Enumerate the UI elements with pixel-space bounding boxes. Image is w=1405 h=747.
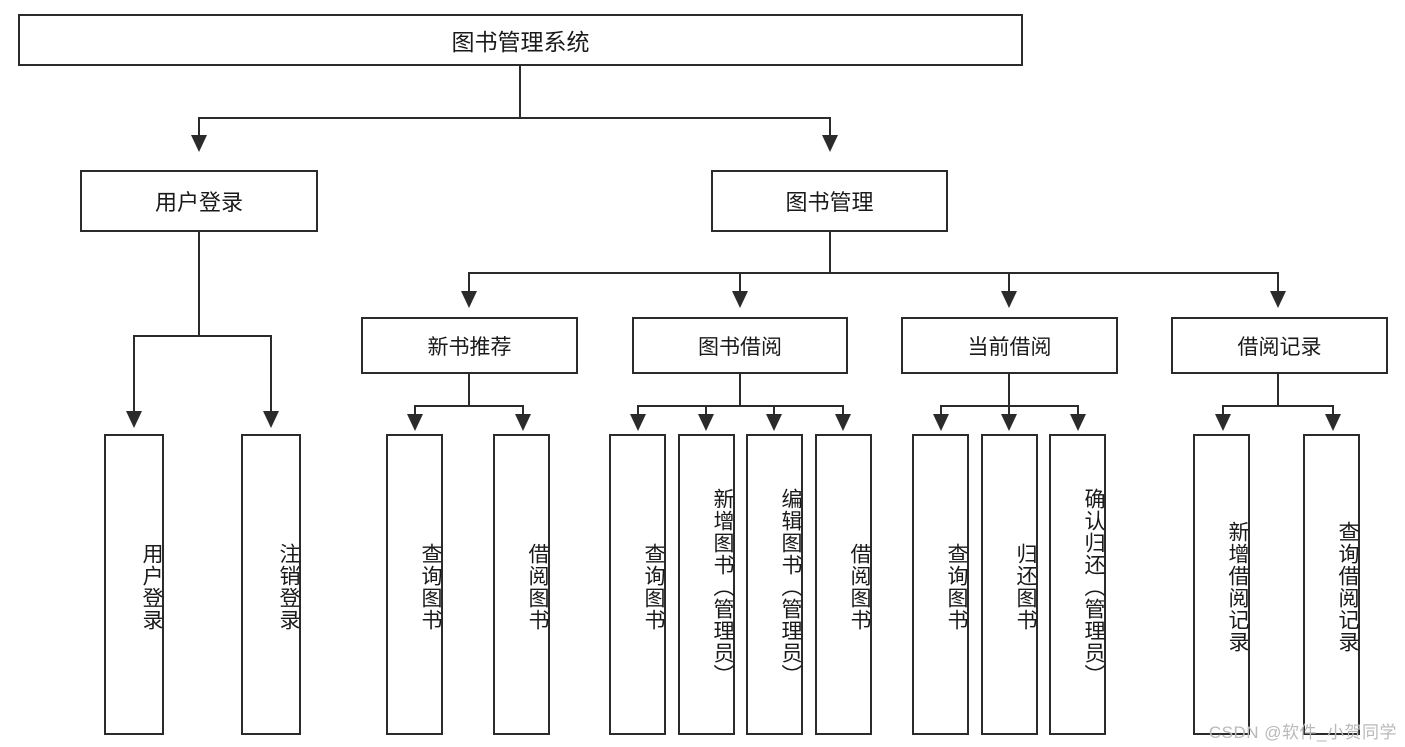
node-label: 图书借阅 <box>698 335 782 359</box>
connector-borrow-record-stem <box>1277 374 1279 406</box>
node-leaf-query-borrow-record[interactable]: 查询借阅记录 <box>1303 434 1360 735</box>
node-label: 查询图书 <box>419 542 442 631</box>
connector-book-management-stem <box>829 232 831 273</box>
node-label: 新增图书（管理员） <box>711 487 734 686</box>
arrow-to-leaf-query-book-3 <box>933 414 949 431</box>
node-root-book-management-system[interactable]: 图书管理系统 <box>18 14 1023 66</box>
node-leaf-confirm-return-admin[interactable]: 确认归还（管理员） <box>1049 434 1106 735</box>
node-leaf-edit-book-admin[interactable]: 编辑图书（管理员） <box>746 434 803 735</box>
connector-new-book-stem <box>468 374 470 406</box>
node-label: 新书推荐 <box>427 335 512 359</box>
connector-root-to-user-login <box>198 117 200 137</box>
connector-br-1 <box>1222 405 1224 415</box>
node-label: 查询图书 <box>945 542 968 631</box>
node-leaf-logout-login[interactable]: 注销登录 <box>241 434 301 735</box>
arrow-to-leaf-return-book <box>1001 414 1017 431</box>
connector-bb-2 <box>705 405 707 415</box>
connector-book-management-bar <box>468 272 1279 274</box>
connector-bm-to-new-book <box>468 272 470 292</box>
node-label: 借阅图书 <box>848 542 871 631</box>
connector-bb-4 <box>842 405 844 415</box>
connector-cb-1 <box>940 405 942 415</box>
connector-user-login-stem <box>198 232 200 336</box>
connector-root-bar <box>198 117 831 119</box>
arrow-to-leaf-query-book-1 <box>407 414 423 431</box>
arrow-to-leaf-borrow-book-1 <box>515 414 531 431</box>
node-label: 新增借阅记录 <box>1226 520 1249 653</box>
arrow-to-borrow-record <box>1270 291 1286 308</box>
node-book-borrow[interactable]: 图书借阅 <box>632 317 848 374</box>
connector-new-book-bar <box>414 405 524 407</box>
arrow-to-leaf-user-login <box>126 411 142 428</box>
connector-root-stem <box>519 66 521 118</box>
arrow-to-leaf-add-record <box>1215 414 1231 431</box>
node-label: 借阅记录 <box>1237 335 1322 359</box>
node-leaf-add-borrow-record[interactable]: 新增借阅记录 <box>1193 434 1250 735</box>
csdn-watermark: CSDN @软件_小贺同学 <box>1208 723 1397 742</box>
connector-bb-1 <box>637 405 639 415</box>
connector-root-to-book-management <box>829 117 831 137</box>
node-label: 当前借阅 <box>967 335 1052 359</box>
node-label: 注销登录 <box>277 542 300 631</box>
connector-borrow-record-bar <box>1222 405 1334 407</box>
connector-user-login-left <box>133 335 135 413</box>
connector-cb-3 <box>1077 405 1079 415</box>
node-leaf-user-login[interactable]: 用户登录 <box>104 434 164 735</box>
connector-user-login-bar <box>133 335 272 337</box>
connector-book-borrow-stem <box>739 374 741 406</box>
node-label: 编辑图书（管理员） <box>779 487 802 686</box>
arrow-to-user-login <box>191 135 207 152</box>
node-leaf-borrow-book-new-recommend[interactable]: 借阅图书 <box>493 434 550 735</box>
node-leaf-query-book-borrow[interactable]: 查询图书 <box>609 434 666 735</box>
node-current-borrow[interactable]: 当前借阅 <box>901 317 1118 374</box>
arrow-to-leaf-add-book <box>698 414 714 431</box>
node-label: 归还图书 <box>1014 542 1037 631</box>
connector-br-2 <box>1332 405 1334 415</box>
node-leaf-borrow-book-borrow[interactable]: 借阅图书 <box>815 434 872 735</box>
connector-book-borrow-bar <box>637 405 844 407</box>
connector-bm-to-current-borrow <box>1008 272 1010 292</box>
node-label: 图书管理 <box>785 190 874 215</box>
node-book-management[interactable]: 图书管理 <box>711 170 948 232</box>
connector-current-borrow-stem <box>1008 374 1010 406</box>
arrow-to-new-book-recommend <box>461 291 477 308</box>
arrow-to-leaf-edit-book <box>766 414 782 431</box>
arrow-to-leaf-query-book-2 <box>630 414 646 431</box>
node-label: 用户登录 <box>154 190 243 215</box>
connector-user-login-right <box>270 335 272 413</box>
arrow-to-leaf-query-record <box>1325 414 1341 431</box>
node-label: 查询图书 <box>642 542 665 631</box>
node-leaf-add-book-admin[interactable]: 新增图书（管理员） <box>678 434 735 735</box>
node-borrow-record[interactable]: 借阅记录 <box>1171 317 1388 374</box>
node-label: 查询借阅记录 <box>1336 520 1359 653</box>
node-label: 用户登录 <box>140 542 163 631</box>
node-leaf-return-book[interactable]: 归还图书 <box>981 434 1038 735</box>
arrow-to-current-borrow <box>1001 291 1017 308</box>
connector-bm-to-book-borrow <box>739 272 741 292</box>
connector-cb-2 <box>1008 405 1010 415</box>
arrow-to-book-management <box>822 135 838 152</box>
node-new-book-recommend[interactable]: 新书推荐 <box>361 317 578 374</box>
connector-nb-left <box>414 405 416 415</box>
node-leaf-query-book-current[interactable]: 查询图书 <box>912 434 969 735</box>
arrow-to-book-borrow <box>732 291 748 308</box>
connector-nb-right <box>522 405 524 415</box>
arrow-to-leaf-borrow-book-2 <box>835 414 851 431</box>
arrow-to-leaf-confirm-return <box>1070 414 1086 431</box>
node-label: 确认归还（管理员） <box>1082 487 1105 686</box>
node-label: 借阅图书 <box>526 542 549 631</box>
node-label: 图书管理系统 <box>451 29 590 55</box>
node-user-login[interactable]: 用户登录 <box>80 170 318 232</box>
node-leaf-query-book-new-recommend[interactable]: 查询图书 <box>386 434 443 735</box>
arrow-to-leaf-logout-login <box>263 411 279 428</box>
connector-bm-to-borrow-record <box>1277 272 1279 292</box>
connector-bb-3 <box>773 405 775 415</box>
